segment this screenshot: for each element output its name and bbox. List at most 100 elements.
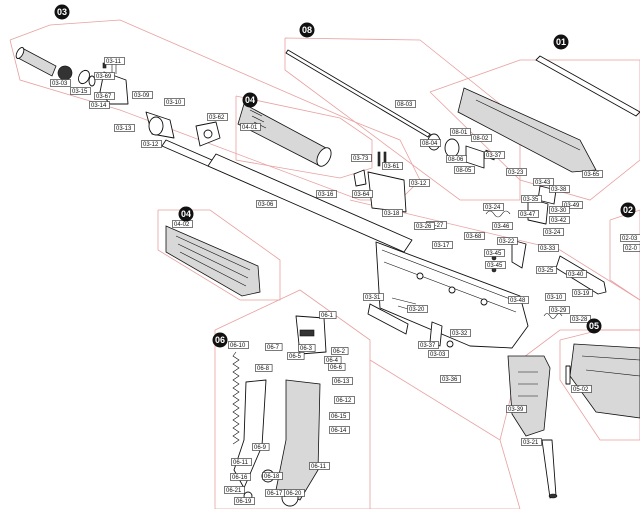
part-label-box — [252, 443, 270, 451]
part-label-box — [164, 98, 185, 106]
part-label-box — [234, 497, 255, 505]
part-label-box — [352, 190, 373, 198]
part-label-text: 03-61 — [384, 164, 400, 170]
part-label-text: 03-13 — [116, 126, 132, 132]
part-label-box — [497, 237, 518, 245]
part-label: 06-8 — [255, 364, 273, 372]
rivet-1 — [377, 151, 381, 167]
part-label-box — [471, 134, 492, 142]
section-badge-circle — [586, 318, 602, 334]
part-label: 03-12 — [141, 140, 162, 148]
section-badge-number: 04 — [181, 209, 191, 219]
part-label-text: 06-17 — [267, 491, 283, 497]
magazine-release — [429, 321, 443, 347]
part-label: 08-01 — [450, 128, 471, 136]
part-label-box — [114, 124, 135, 132]
part-label-text: 03-62 — [209, 115, 225, 121]
section-badge-number: 04 — [245, 95, 255, 105]
section-badge: 04 — [178, 206, 194, 222]
part-label-text: 03-18 — [384, 211, 400, 217]
part-label: 03-38 — [549, 185, 570, 193]
part-label-box — [414, 222, 435, 230]
part-label-text: 03-19 — [574, 291, 590, 297]
part-label: 03-37 — [484, 151, 505, 159]
part-label: 03-39 — [506, 405, 527, 413]
part-label: 03-32 — [450, 329, 471, 337]
part-label: 08-06 — [446, 155, 467, 163]
part-label: 02-0 — [623, 244, 640, 252]
part-label: 03-65 — [582, 170, 603, 178]
section-badge: 08 — [299, 22, 315, 38]
panel-grip — [369, 359, 521, 509]
part-label-text: 06-6 — [330, 365, 343, 371]
part-label-box — [231, 458, 252, 466]
part-label: 03-25 — [536, 266, 557, 274]
part-label-text: 03-21 — [523, 440, 539, 446]
panel-04b — [157, 209, 281, 301]
barrel-parts — [161, 49, 441, 253]
part-label-box — [506, 405, 527, 413]
part-label: 05-02 — [571, 385, 592, 393]
part-label-box — [521, 438, 542, 446]
part-label-box — [319, 311, 337, 319]
part-label-box — [533, 178, 554, 186]
part-label-text: 04-01 — [242, 125, 258, 131]
crush-washer — [78, 69, 90, 85]
part-label: 03-37 — [418, 341, 439, 349]
part-label-text: 03-17 — [434, 243, 450, 249]
part-label-box — [450, 128, 471, 136]
part-label: 03-67 — [94, 92, 115, 100]
part-label: 03-13 — [114, 124, 135, 132]
part-label-box — [89, 101, 110, 109]
part-label-text: 08-01 — [452, 130, 468, 136]
part-label-text: 03-46 — [494, 224, 510, 230]
part-label-box — [582, 170, 603, 178]
part-label-text: 03-27 — [428, 223, 444, 229]
part-label-box — [284, 489, 305, 497]
part-label-text: 03-24 — [545, 230, 561, 236]
part-label-text: 03-48 — [510, 298, 526, 304]
part-label-box — [506, 168, 527, 176]
grip-texture — [518, 371, 538, 397]
part-label: 03-29 — [549, 306, 570, 314]
part-label: 06-13 — [332, 377, 353, 385]
part-label: 06-14 — [329, 426, 350, 434]
part-label-box — [418, 341, 439, 349]
gas-tube-cover — [237, 103, 327, 167]
part-label: 03-15 — [70, 87, 91, 95]
part-label-text: 03-64 — [354, 192, 370, 198]
section-badge-number: 06 — [215, 335, 225, 345]
part-label-box — [265, 343, 283, 351]
part-label: 02-03 — [620, 234, 640, 242]
part-label: 03-18 — [382, 209, 403, 217]
part-label-box — [620, 234, 640, 242]
part-label-text: 03-67 — [96, 94, 112, 100]
part-label-box — [94, 92, 115, 100]
part-label-box — [543, 228, 564, 236]
part-label: 03-09 — [132, 91, 153, 99]
part-label-box — [331, 347, 349, 355]
part-label: 03-03 — [428, 350, 449, 358]
part-label: 03-45 — [484, 249, 505, 257]
part-label-box — [207, 113, 228, 121]
feed-lip — [299, 329, 315, 337]
gas-tube-cover-end — [316, 147, 332, 167]
part-label-box — [298, 344, 316, 352]
part-label-text: 06-1 — [321, 313, 334, 319]
part-label-box — [518, 210, 539, 218]
part-label-text: 06-19 — [236, 499, 252, 505]
section-badge-number: 03 — [57, 7, 67, 17]
part-label-text: 03-29 — [551, 308, 567, 314]
part-label-text: 06-9 — [254, 445, 267, 451]
part-label: 04-02 — [172, 220, 193, 228]
part-label-box — [228, 341, 249, 349]
part-label-text: 03-49 — [564, 203, 580, 209]
part-label-text: 03-35 — [523, 197, 539, 203]
part-label-text: 06-14 — [331, 428, 347, 434]
part-label: 06-10 — [228, 341, 249, 349]
receiver-rail — [381, 249, 519, 313]
part-label-box — [508, 296, 529, 304]
part-label-box — [446, 155, 467, 163]
